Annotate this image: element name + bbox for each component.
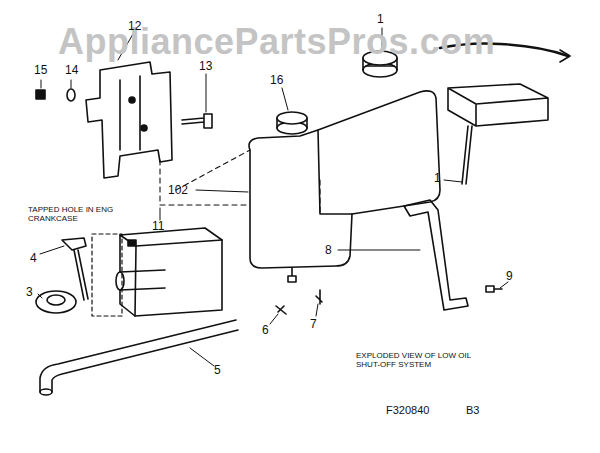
callout-number: 9 [506, 270, 513, 283]
shut-off-switch [448, 84, 548, 126]
caption: EXPLODED VIEW OF LOW OIL SHUT-OFF SYSTEM [356, 352, 486, 370]
oil-tank [249, 91, 440, 268]
note-text: TAPPED HOLE IN ENG CRANKCASE [28, 206, 128, 224]
callout-number: 16 [270, 74, 283, 87]
callout-number: 13 [199, 60, 212, 73]
tank-support [404, 200, 468, 310]
bracket-fold [120, 76, 140, 150]
callout-number: 15 [34, 64, 47, 77]
callout-number: 5 [214, 364, 221, 377]
callout-number: 1 [434, 172, 441, 185]
watermark: AppliancePartsPros.com [58, 22, 495, 62]
callout-number: 11 [152, 220, 164, 233]
nut [36, 90, 45, 99]
washer [67, 89, 75, 101]
mounting-bracket [86, 62, 172, 178]
callout-number: 102 [168, 184, 188, 197]
engine-crankcase [120, 228, 222, 316]
bolt [182, 114, 212, 128]
callout-number: 8 [325, 244, 332, 257]
callout-number: 4 [30, 252, 37, 265]
oil-tube [40, 320, 238, 392]
sheet-code: B3 [466, 404, 479, 416]
callout-number: 6 [262, 324, 269, 337]
drawing-number: F320840 [386, 404, 429, 416]
callout-number: 3 [26, 286, 33, 299]
tank-edge [318, 130, 352, 214]
callout-number: 1 [377, 13, 384, 26]
callout-number: 14 [65, 64, 78, 77]
callout-number: 12 [128, 20, 141, 33]
callout-number: 7 [310, 318, 317, 331]
